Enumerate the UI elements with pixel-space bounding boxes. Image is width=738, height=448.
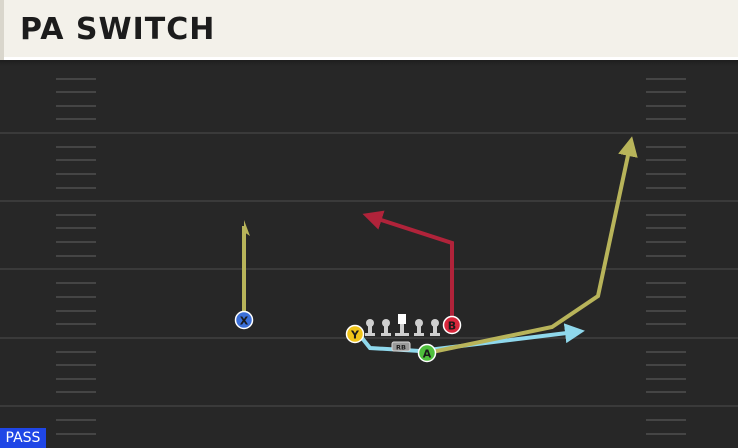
player-b-label: B <box>448 320 456 333</box>
lineman-icon <box>414 319 424 336</box>
routes <box>242 136 638 354</box>
player-x-label: X <box>240 315 249 328</box>
player-y-label: Y <box>350 329 360 342</box>
player-y[interactable]: Y <box>345 324 365 344</box>
route-a <box>431 136 638 354</box>
player-a-label: A <box>423 348 432 361</box>
player-b[interactable]: B <box>442 315 462 335</box>
hash-marks-left <box>56 78 96 435</box>
play-title-bar: PA SWITCH <box>0 0 738 60</box>
hash-marks-right <box>646 78 686 435</box>
route-x-arrowhead <box>244 220 250 236</box>
rb-marker: RB <box>391 341 411 352</box>
rb-label: RB <box>396 344 406 352</box>
play-type-badge: PASS <box>0 428 46 448</box>
yard-lines <box>0 132 738 407</box>
lineman-icon <box>381 319 391 336</box>
offensive-line <box>365 314 440 336</box>
center-icon <box>395 314 409 336</box>
route-b <box>362 210 454 322</box>
player-a[interactable]: A <box>417 343 437 363</box>
lineman-icon <box>365 319 375 336</box>
title-accent <box>0 0 4 60</box>
title-shadow <box>0 60 738 66</box>
play-title: PA SWITCH <box>20 12 216 47</box>
lineman-icon <box>430 319 440 336</box>
player-x[interactable]: X <box>234 310 254 330</box>
